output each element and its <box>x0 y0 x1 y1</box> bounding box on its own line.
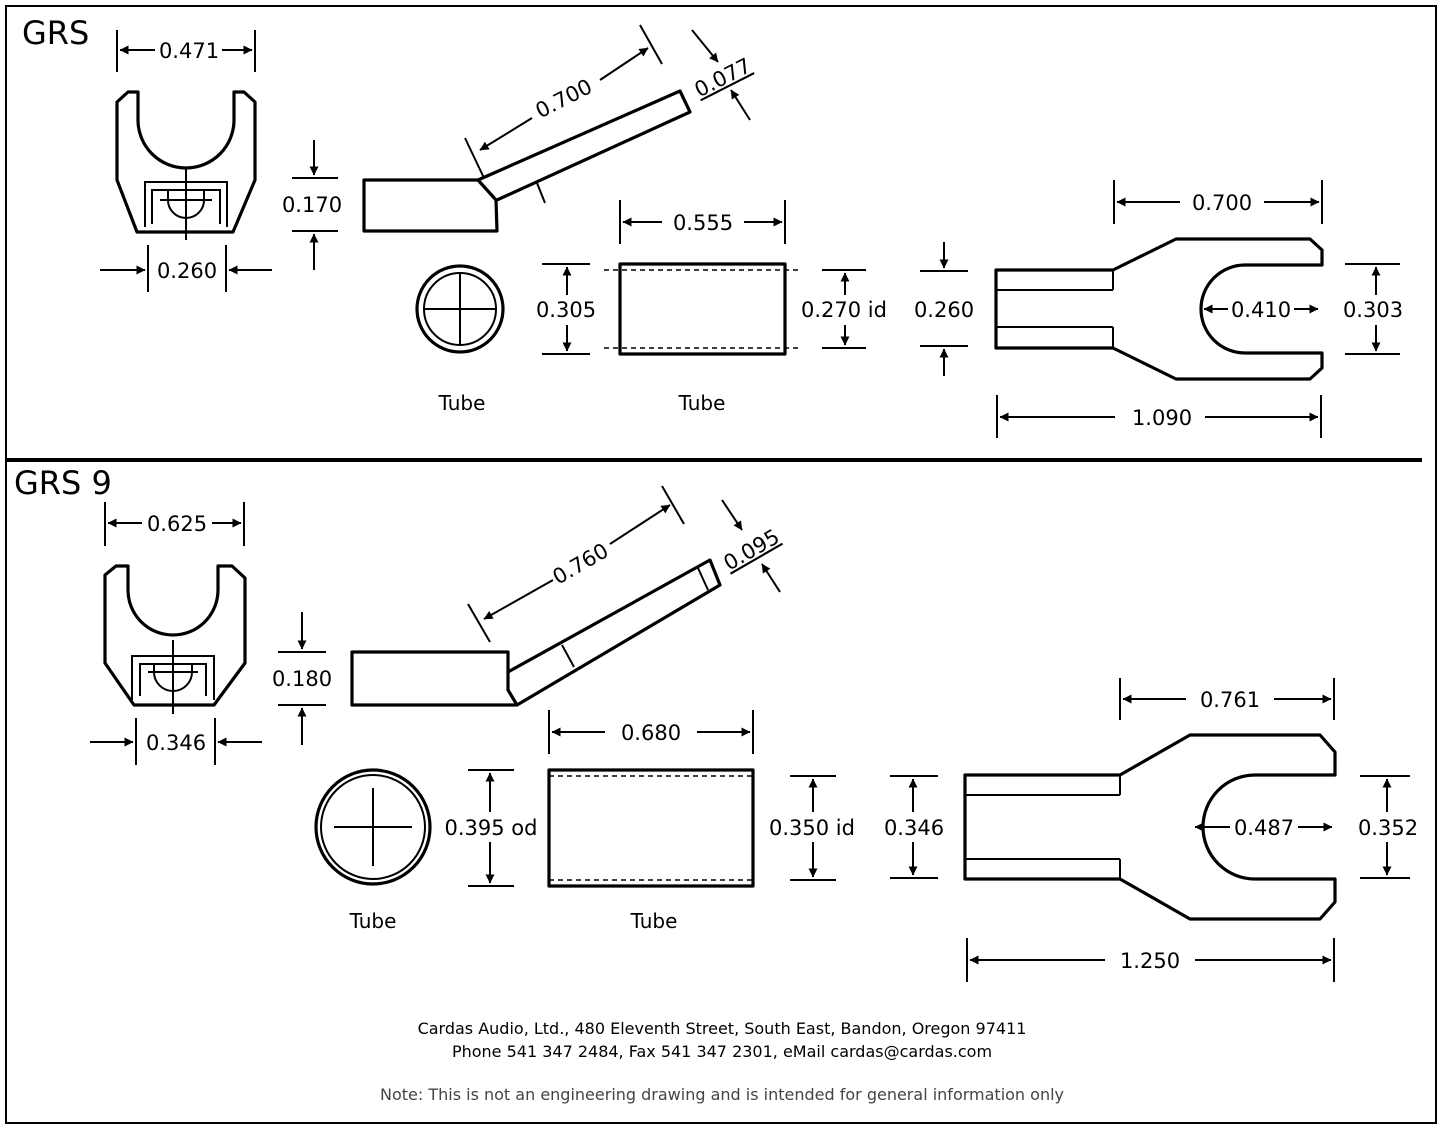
footer-address: Cardas Audio, Ltd., 480 Eleventh Street,… <box>418 1019 1027 1038</box>
footer-note: Note: This is not an engineering drawing… <box>380 1085 1064 1104</box>
grs9-spade-barrel-label: 0.346 <box>884 816 944 840</box>
grs-bend-length-label: 0.700 <box>532 74 596 123</box>
grs-tube-side-label: Tube <box>678 391 726 415</box>
grs9-bottom-width-label: 0.346 <box>146 731 206 755</box>
grs-tube-end-label: Tube <box>438 391 486 415</box>
grs-spade-barrel-label: 0.260 <box>914 298 974 322</box>
grs9-section: GRS 9 0.625 0.346 <box>14 464 1418 982</box>
grs-spade-slot-label: 0.410 <box>1231 298 1291 322</box>
grs9-spade-tine-length-label: 0.761 <box>1200 688 1260 712</box>
grs9-title: GRS 9 <box>14 464 112 502</box>
grs9-tube-side-view: 0.680 Tube <box>547 710 755 933</box>
grs9-front-view: 0.625 0.346 <box>90 502 262 765</box>
grs9-spade-width-dimension: 0.352 <box>1358 775 1418 879</box>
footer-contact: Phone 541 347 2484, Fax 541 347 2301, eM… <box>452 1042 992 1061</box>
grs-tube-end-view: Tube <box>415 264 505 415</box>
grs-tube-id-dimension: 0.270 id <box>801 269 887 349</box>
grs9-tube-length-label: 0.680 <box>621 721 681 745</box>
grs9-spade-width-label: 0.352 <box>1358 816 1418 840</box>
grs9-tube-end-label: Tube <box>349 909 397 933</box>
grs-tube-id-label: 0.270 id <box>801 298 887 322</box>
grs-spade-width-dimension: 0.303 <box>1343 263 1403 355</box>
grs-thickness-label: 0.077 <box>691 53 755 102</box>
grs9-tube-id-dimension: 0.350 id <box>769 775 855 881</box>
grs-side-view: 0.700 0.077 <box>362 24 755 233</box>
grs9-tube-id-label: 0.350 id <box>769 816 855 840</box>
grs9-tube-od-dimension: 0.395 od <box>445 769 538 887</box>
grs-tube-side-view: 0.555 Tube <box>604 200 800 415</box>
grs-title: GRS <box>22 14 89 52</box>
grs-height-dimension: 0.170 <box>282 140 342 270</box>
grs-tube-od-dimension: 0.305 <box>536 263 596 355</box>
grs-tube-length-label: 0.555 <box>673 211 733 235</box>
grs-spade-barrel-dimension: 0.260 <box>914 242 974 376</box>
grs9-tube-end-view: Tube <box>314 768 432 933</box>
grs-spade-view: 0.700 0.410 1.090 <box>994 180 1324 438</box>
grs9-spade-barrel-dimension: 0.346 <box>884 775 944 879</box>
grs-front-view: 0.471 0.260 <box>100 30 272 292</box>
grs9-top-width-label: 0.625 <box>147 512 207 536</box>
grs-top-width-label: 0.471 <box>159 39 219 63</box>
grs9-spade-view: 0.761 0.487 1.250 <box>963 678 1337 982</box>
grs9-spade-slot-label: 0.487 <box>1234 816 1294 840</box>
grs-height-label: 0.170 <box>282 193 342 217</box>
grs-tube-od-label: 0.305 <box>536 298 596 322</box>
grs9-bend-length-label: 0.760 <box>548 539 612 590</box>
grs9-spade-overall-label: 1.250 <box>1120 949 1180 973</box>
sheet-border <box>5 5 1437 1124</box>
grs9-height-dimension: 0.180 <box>272 612 332 745</box>
grs-spade-tine-length-label: 0.700 <box>1192 191 1252 215</box>
grs-spade-overall-label: 1.090 <box>1132 406 1192 430</box>
grs9-tube-side-label: Tube <box>630 909 678 933</box>
grs9-thickness-label: 0.095 <box>719 525 783 576</box>
footer: Cardas Audio, Ltd., 480 Eleventh Street,… <box>380 1019 1064 1104</box>
grs-bottom-width-label: 0.260 <box>157 259 217 283</box>
grs9-height-label: 0.180 <box>272 667 332 691</box>
grs9-tube-od-label: 0.395 od <box>445 816 538 840</box>
grs9-side-view: 0.760 0.095 <box>350 485 784 707</box>
grs-spade-width-label: 0.303 <box>1343 298 1403 322</box>
grs-section: GRS 0.471 0.260 <box>22 14 1403 438</box>
